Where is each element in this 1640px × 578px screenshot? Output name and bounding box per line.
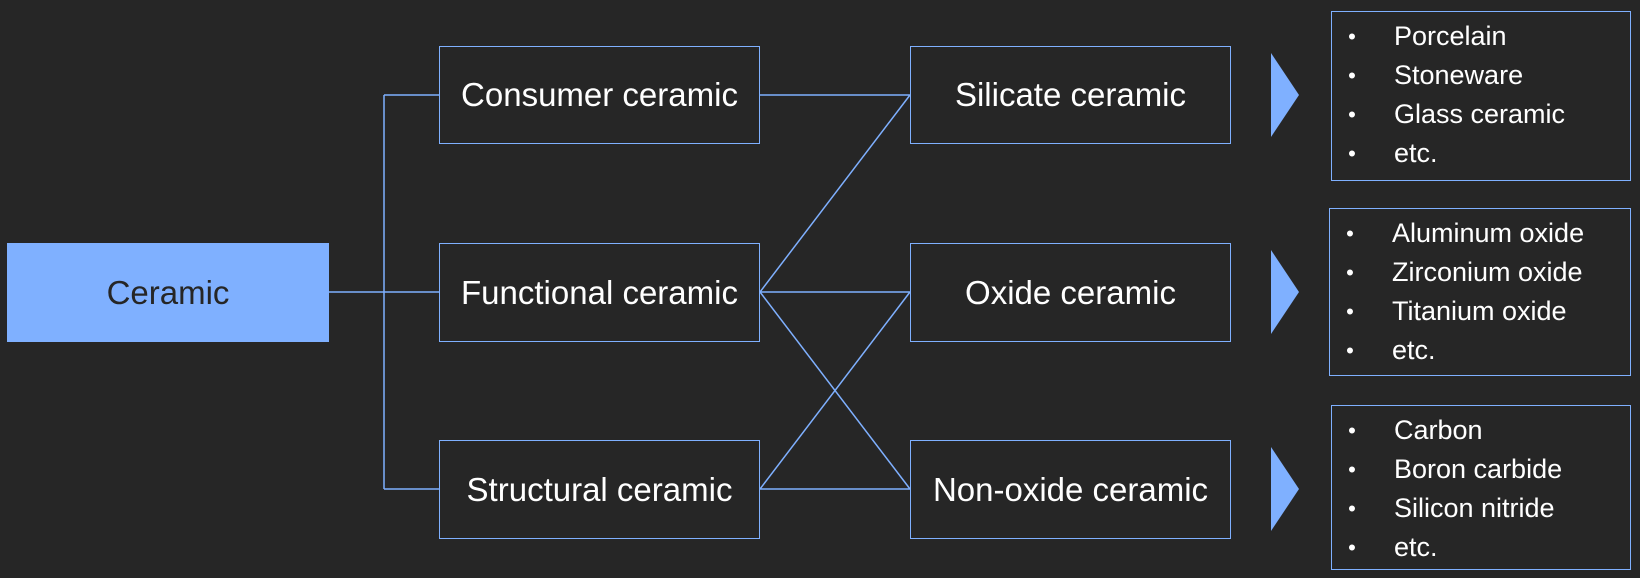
node-ceramic-label: Ceramic [106,273,230,311]
list-item: • Aluminum oxide [1330,214,1630,253]
list-item-text: etc. [1394,138,1438,168]
node-consumer-ceramic-label: Consumer ceramic [461,76,738,113]
list-item-text: Carbon [1394,415,1483,445]
bullet-icon: • [1348,141,1356,166]
list-item-text: etc. [1392,335,1436,365]
list-item: • Boron carbide [1332,450,1630,489]
list-item: • Porcelain [1332,17,1630,56]
connector-structural-oxide [759,291,911,490]
list-item: • etc. [1332,528,1630,567]
node-functional-ceramic: Functional ceramic [439,243,760,342]
list-item: • Glass ceramic [1332,95,1630,134]
bullet-icon: • [1348,457,1356,482]
list-item: • Zirconium oxide [1330,253,1630,292]
examples-non-oxide-list: •Carbon •Boron carbide •Silicon nitride … [1331,405,1631,570]
list-item: • Silicon nitride [1332,489,1630,528]
list-item: • Carbon [1332,411,1630,450]
node-consumer-ceramic: Consumer ceramic [439,46,760,144]
list-item-text: Glass ceramic [1394,99,1566,129]
node-structural-ceramic: Structural ceramic [439,440,760,539]
node-silicate-ceramic-label: Silicate ceramic [954,76,1187,113]
node-non-oxide-ceramic-label: Non-oxide ceramic [932,470,1209,508]
list-item-text: Titanium oxide [1392,296,1567,326]
examples-oxide-list: • Aluminum oxide • Zirconium oxide • Titani… [1329,208,1631,376]
arrow-right-icon [1271,250,1299,334]
node-structural-ceramic-label: Structural ceramic [466,470,733,508]
bullet-icon: • [1346,221,1354,246]
node-ceramic: Ceramic [7,243,329,342]
bullet-icon: • [1348,102,1356,127]
examples-silicate-list: • Porcelain • Stoneware • Glass ceramic • et… [1331,11,1631,181]
bullet-icon: • [1348,535,1356,560]
list-item-text: Zirconium oxide [1392,257,1583,287]
bullet-icon: • [1348,63,1356,88]
connector-functional-silicate [759,94,911,293]
arrow-right-icon [1271,447,1299,531]
list-item: • etc. [1330,331,1630,370]
list-item-text: Boron carbide [1394,454,1563,484]
list-item: • Titanium oxide [1330,292,1630,331]
bullet-icon: • [1348,24,1356,49]
list-item-text: Porcelain [1394,21,1507,51]
bullet-icon: • [1348,418,1356,443]
node-functional-ceramic-label: Functional ceramic [461,273,738,311]
list-item-text: Silicon nitride [1394,493,1555,523]
list-item-text: Stoneware [1394,60,1524,90]
list-item: • Stoneware [1332,56,1630,95]
bullet-icon: • [1346,299,1354,324]
bullet-icon: • [1348,496,1356,521]
node-oxide-ceramic: Oxide ceramic [910,243,1231,342]
node-non-oxide-ceramic: Non-oxide ceramic [910,440,1231,539]
list-item: • etc. [1332,134,1630,173]
bullet-icon: • [1346,338,1354,363]
bullet-icon: • [1346,260,1354,285]
node-oxide-ceramic-label: Oxide ceramic [965,273,1176,311]
node-silicate-ceramic: Silicate ceramic [910,46,1231,144]
arrow-right-icon [1271,53,1299,137]
list-item-text: etc. [1394,532,1438,562]
list-item-text: Aluminum oxide [1392,218,1585,248]
